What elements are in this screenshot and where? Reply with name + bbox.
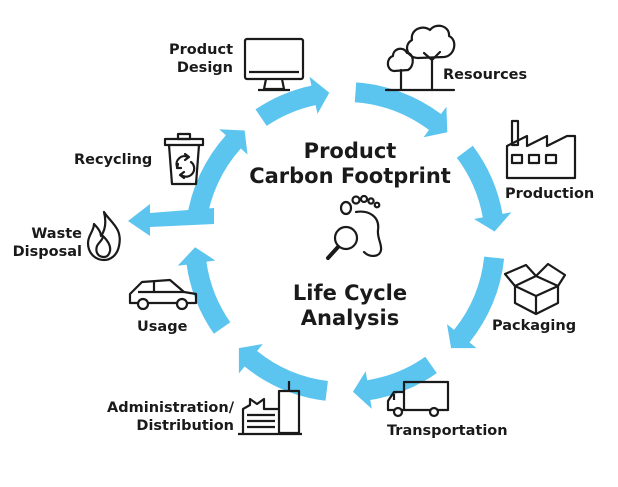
center-subtitle: Life Cycle Analysis xyxy=(260,281,440,331)
cycle-arrows xyxy=(128,76,512,409)
label-resources: Resources xyxy=(443,67,528,83)
flame-icon xyxy=(86,210,121,262)
label-usage: Usage xyxy=(137,319,188,335)
center-title-line1: Product xyxy=(303,139,397,163)
arrow-transportation-to-distribution xyxy=(352,356,437,409)
arrow-packaging-to-transportation xyxy=(447,256,505,349)
label-distribution-line1: Administration/ xyxy=(107,400,234,416)
monitor-icon xyxy=(243,37,305,92)
arrow-production-to-packaging xyxy=(456,145,512,232)
arrow-resources-to-production xyxy=(354,82,448,138)
factory-icon xyxy=(505,119,577,180)
footprint-magnifier-icon xyxy=(326,194,383,260)
truck-icon xyxy=(386,380,450,418)
label-waste-disposal: Waste Disposal xyxy=(6,225,82,261)
car-icon xyxy=(128,278,198,311)
arrow-design-to-resources xyxy=(255,76,330,126)
center-subtitle-line2: Analysis xyxy=(300,306,400,330)
center-subtitle-line1: Life Cycle xyxy=(292,281,408,305)
label-transportation: Transportation xyxy=(387,423,508,439)
buildings-icon xyxy=(238,381,302,436)
box-icon xyxy=(503,262,567,316)
label-waste-disposal-line1: Waste xyxy=(31,226,82,242)
label-product-design-line2: Design xyxy=(176,60,233,76)
center-title-line2: Carbon Footprint xyxy=(249,164,451,188)
arrow-distribution-to-usage xyxy=(238,344,328,401)
label-packaging: Packaging xyxy=(492,318,577,334)
label-distribution-line2: Distribution xyxy=(136,418,234,434)
center-title: Product Carbon Footprint xyxy=(240,139,460,189)
label-product-design: Product Design xyxy=(150,41,233,77)
recycle-bin-icon xyxy=(163,132,205,186)
arrow-to-waste-disposal xyxy=(128,204,214,236)
arrow-usage-to-waste xyxy=(177,247,231,334)
label-recycling: Recycling xyxy=(74,152,153,168)
label-product-design-line1: Product xyxy=(169,42,233,58)
label-distribution: Administration/ Distribution xyxy=(94,399,234,435)
label-production: Production xyxy=(505,186,595,202)
trees-icon xyxy=(384,24,456,92)
label-waste-disposal-line2: Disposal xyxy=(12,244,82,260)
arrow-recycling-to-design xyxy=(186,129,248,223)
